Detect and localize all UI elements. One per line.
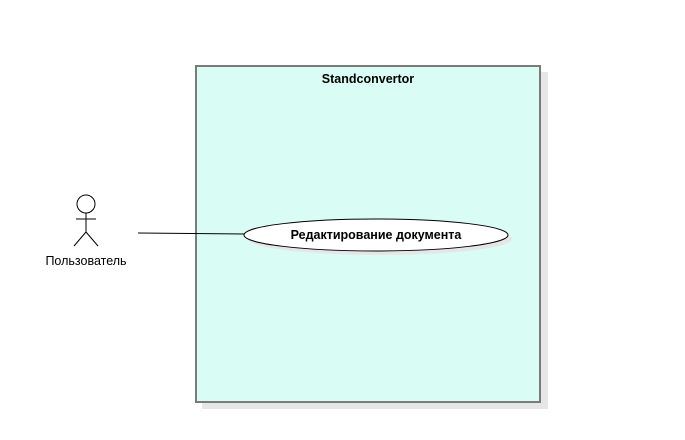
actor[interactable] [73, 194, 99, 247]
actor-head [76, 194, 96, 214]
use-case-label: Редактирование документа [291, 228, 463, 242]
actor-name: Пользователь [45, 254, 126, 268]
actor-right-leg [85, 231, 99, 247]
system-name: Standconvertor [322, 72, 415, 86]
actor-left-leg [73, 231, 87, 247]
association-line[interactable] [137, 232, 246, 235]
use-case-ellipse[interactable] [243, 218, 509, 252]
